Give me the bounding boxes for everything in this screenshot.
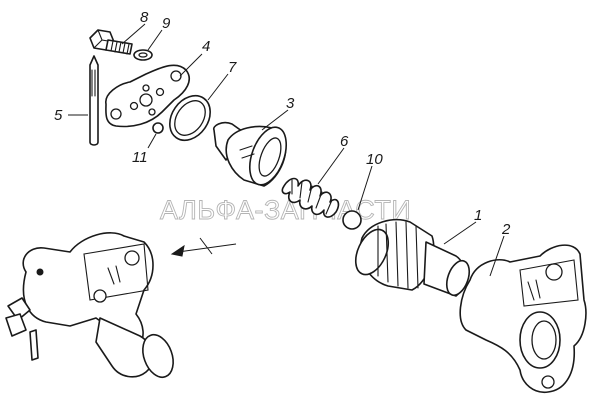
part-6-spring [281, 177, 340, 218]
part-2-housing-right [459, 244, 587, 394]
leader-lines [68, 23, 505, 277]
part-9-spring-washer [133, 49, 153, 61]
callout-1: 1 [474, 207, 482, 224]
part-10-ball [342, 210, 362, 230]
part-1-plunger [354, 218, 471, 297]
part-4-gasket-plate [105, 64, 190, 128]
part-11-small-ball [152, 122, 164, 134]
part-5-pin [89, 55, 99, 146]
part-7-o-ring [169, 94, 211, 142]
watermark-text: АЛЬФА-ЗАПЧАСТИ [160, 195, 411, 225]
callout-2: 2 [501, 221, 511, 238]
callout-4: 4 [202, 38, 210, 55]
callout-11: 11 [132, 149, 148, 166]
part-3-sleeve [212, 121, 288, 187]
part-8-bolt [89, 29, 133, 55]
assembled-housing-left [5, 232, 174, 379]
callout-8: 8 [140, 9, 149, 26]
callout-3: 3 [286, 95, 295, 112]
callout-6: 6 [340, 133, 349, 150]
callout-7: 7 [228, 59, 237, 76]
callout-10: 10 [366, 151, 383, 168]
callout-9: 9 [162, 15, 171, 32]
assembly-direction-arrow [170, 237, 237, 257]
callout-5: 5 [54, 107, 63, 124]
